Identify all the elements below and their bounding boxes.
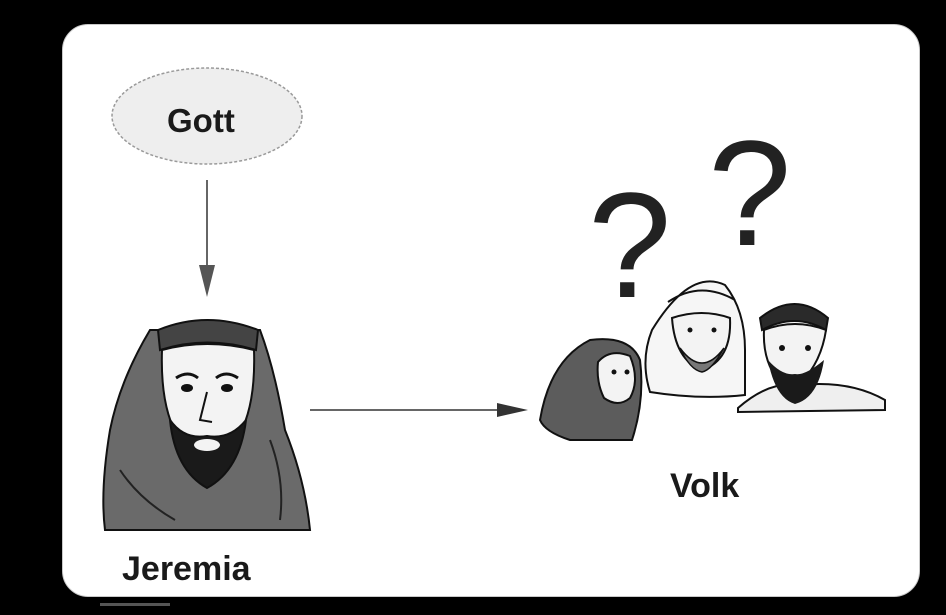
volk-label: Volk bbox=[670, 467, 740, 505]
arrow-gott-to-jeremia bbox=[199, 180, 215, 297]
gott-ellipse bbox=[111, 67, 303, 165]
volk-figure-bearded-man bbox=[737, 303, 886, 414]
question-mark-right: ? bbox=[708, 109, 792, 277]
jeremia-figure bbox=[102, 319, 312, 531]
volk-figure-old-man bbox=[644, 280, 746, 398]
question-mark-left: ? bbox=[588, 161, 672, 329]
scan-mark bbox=[100, 603, 170, 606]
gott-label: Gott bbox=[167, 102, 235, 139]
volk-figure-woman bbox=[538, 338, 643, 441]
jeremia-label: Jeremia bbox=[122, 550, 251, 588]
arrow-jeremia-to-volk bbox=[310, 403, 528, 417]
